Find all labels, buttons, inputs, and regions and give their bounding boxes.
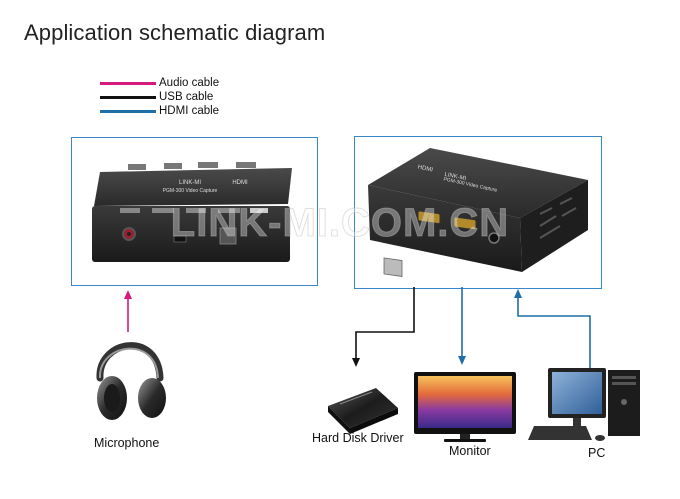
- monitor-neck: [460, 434, 470, 439]
- right-capture-device: [368, 148, 588, 277]
- pc-power-button-icon: [621, 399, 627, 405]
- pc-label: PC: [588, 446, 606, 460]
- left-top-label-3: [198, 162, 218, 168]
- pc-monitor-neck: [573, 418, 581, 426]
- left-front-label-4: [218, 208, 240, 213]
- right-brand-text: LINK-MI: [444, 172, 467, 183]
- usb-cable: [355, 287, 415, 358]
- legend-hdmi-label: HDMI cable: [159, 105, 220, 117]
- usb-port-icon: [383, 257, 403, 277]
- hdmi-in-cable: [517, 298, 591, 370]
- left-capture-device: [92, 162, 292, 262]
- audio-arrowhead: [124, 290, 132, 299]
- monitor-label: Monitor: [449, 444, 491, 458]
- legend-usb: USB cable: [100, 90, 213, 104]
- left-model-text: PGM-300 Video Capture: [163, 188, 218, 194]
- left-front-label-5: [250, 208, 268, 213]
- pc-monitor-screen: [552, 372, 602, 414]
- pc-icon: [528, 368, 640, 441]
- vent-line: [539, 225, 561, 239]
- right-box-top: [368, 148, 588, 218]
- vent-line: [539, 215, 557, 227]
- left-front-label-3: [186, 208, 206, 213]
- monitor-base: [444, 439, 486, 442]
- hdmi-out-arrowhead: [458, 356, 466, 365]
- hdd-side-left: [328, 406, 350, 434]
- watermark-text: LINK-MI.COM.CN: [171, 201, 509, 245]
- right-hdmi-text: HDMI: [417, 164, 434, 173]
- pc-keyboard: [528, 426, 592, 440]
- hdmi-cable-swatch: [100, 109, 156, 113]
- legend-audio-label: Audio cable: [159, 77, 220, 89]
- hard-disk-label: Hard Disk Driver: [312, 431, 404, 445]
- audio-jack-center: [127, 232, 131, 236]
- hard-disk-icon: [328, 388, 398, 434]
- left-box-top: [94, 168, 292, 206]
- power-port-icon: [488, 232, 500, 244]
- button-icon: [219, 227, 237, 245]
- pc-tower-bay: [612, 382, 636, 385]
- hdmi-in-arrowhead: [514, 289, 522, 298]
- legend-audio: Audio cable: [100, 76, 219, 90]
- hdd-side-front: [350, 408, 398, 434]
- pc-tower-bay: [612, 376, 636, 379]
- right-box-side: [520, 180, 588, 272]
- left-top-label-1: [128, 164, 146, 170]
- vent-line: [539, 207, 553, 215]
- left-box-front: [92, 206, 290, 262]
- hdmi-port-2-icon: [453, 216, 477, 231]
- headband: [96, 342, 164, 382]
- hdd-top: [328, 388, 398, 428]
- monitor-screen: [418, 376, 512, 428]
- left-top-label-2: [164, 163, 182, 169]
- hdmi-port-1-icon: [417, 210, 441, 225]
- switch-icon: [173, 235, 187, 243]
- usb-cable-swatch: [100, 95, 156, 99]
- microphone-label: Microphone: [94, 436, 160, 450]
- vent-line: [559, 197, 573, 205]
- vent-line: [561, 207, 577, 217]
- left-hdmi-text: HDMI: [232, 180, 248, 186]
- left-front-label-2: [152, 208, 174, 213]
- monitor-icon: [414, 372, 516, 442]
- left-top-label-4: [236, 162, 256, 168]
- left-earcup-inner: [104, 384, 120, 412]
- left-brand-text: LINK-MI: [179, 180, 201, 186]
- headphones-icon: [96, 342, 166, 420]
- right-box-front: [368, 185, 522, 272]
- left-front-label-1: [120, 208, 140, 213]
- legend-usb-label: USB cable: [159, 91, 214, 103]
- headband-highlight: [98, 347, 159, 379]
- hdd-highlight: [339, 391, 373, 405]
- diagram-title: Application schematic diagram: [24, 20, 326, 45]
- legend-hdmi: HDMI cable: [100, 104, 219, 118]
- usb-arrowhead: [352, 358, 360, 367]
- right-earcup: [138, 378, 166, 418]
- pc-mouse: [595, 435, 605, 441]
- audio-cable-swatch: [100, 81, 156, 85]
